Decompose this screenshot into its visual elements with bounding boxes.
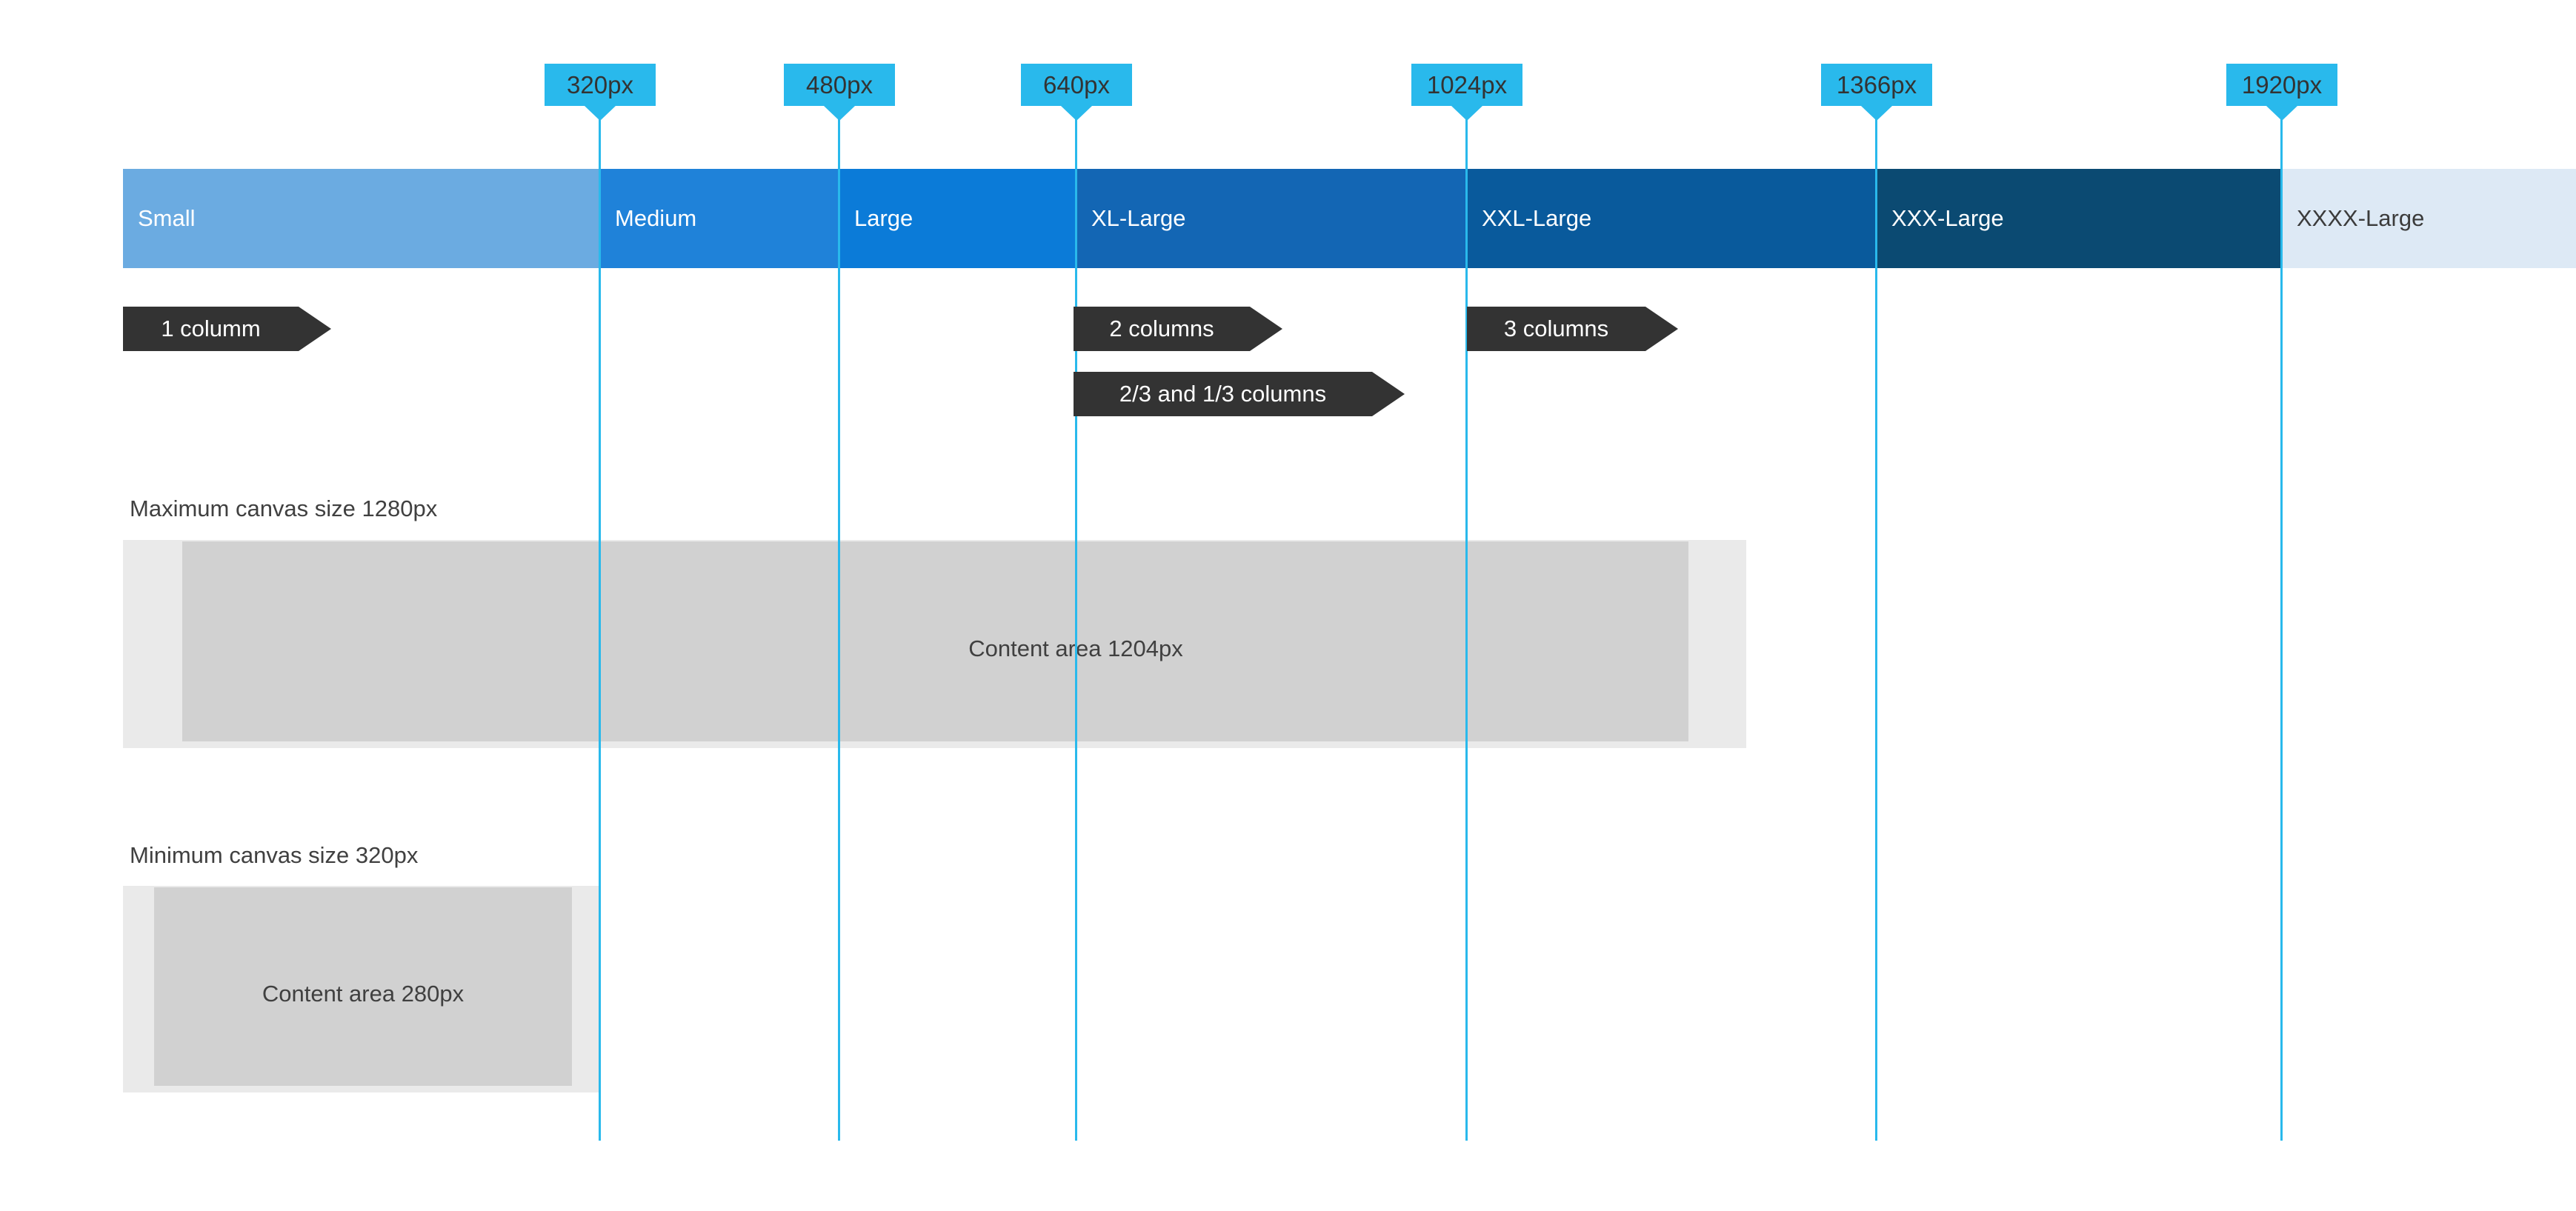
size-band-label: XL-Large <box>1091 205 1186 231</box>
breakpoint-flag-pointer-icon <box>824 106 855 121</box>
size-band-label: XXX-Large <box>1891 205 2004 231</box>
column-badge: 1 columm <box>123 307 331 351</box>
breakpoint-flag-label: 1920px <box>2241 70 2323 99</box>
breakpoint-flag-640px: 640px <box>1021 64 1132 106</box>
size-band-xxx-large: XXX-Large <box>1877 169 2282 268</box>
column-badge-label: 2/3 and 1/3 columns <box>1119 381 1327 407</box>
size-band-label: XXL-Large <box>1482 205 1592 231</box>
column-badge-label: 2 columns <box>1109 316 1214 341</box>
breakpoint-flag-1024px: 1024px <box>1411 64 1522 106</box>
breakpoint-flag-label: 480px <box>806 70 873 99</box>
min-canvas-label: Minimum canvas size 320px <box>130 842 419 868</box>
size-band-xxxx-large: XXXX-Large <box>2282 169 2576 268</box>
breakpoint-flag-pointer-icon <box>1451 106 1482 121</box>
max-canvas-content-bar <box>182 541 1688 741</box>
size-band-large: Large <box>839 169 1076 268</box>
breakpoint-flag-pointer-icon <box>1861 106 1892 121</box>
size-band-medium: Medium <box>600 169 839 268</box>
breakpoint-flag-320px: 320px <box>545 64 656 106</box>
breakpoint-flag-label: 1366px <box>1836 70 1917 99</box>
min-canvas-content-bar <box>154 887 572 1086</box>
breakpoint-flag-pointer-icon <box>1061 106 1092 121</box>
breakpoint-flag-1366px: 1366px <box>1821 64 1932 106</box>
size-band-label: XXXX-Large <box>2297 205 2425 231</box>
min-canvas-content-label: Content area 280px <box>262 981 465 1007</box>
breakpoint-flag-label: 1024px <box>1426 70 1508 99</box>
size-band-label: Small <box>138 205 196 231</box>
column-badge: 3 columns <box>1467 307 1678 351</box>
column-badge: 2 columns <box>1074 307 1282 351</box>
column-badge-label: 3 columns <box>1503 316 1609 341</box>
breakpoint-flag-480px: 480px <box>784 64 895 106</box>
size-band-xxl-large: XXL-Large <box>1467 169 1877 268</box>
column-badge-label: 1 columm <box>161 316 261 341</box>
size-band-xl-large: XL-Large <box>1076 169 1467 268</box>
column-badge: 2/3 and 1/3 columns <box>1074 372 1405 416</box>
size-band-small: Small <box>123 169 600 268</box>
breakpoint-flag-pointer-icon <box>2266 106 2297 121</box>
breakpoint-flag-1920px: 1920px <box>2226 64 2337 106</box>
size-band-label: Large <box>854 205 913 231</box>
size-band-label: Medium <box>615 205 697 231</box>
breakpoint-flag-label: 320px <box>567 70 633 99</box>
max-canvas-label: Maximum canvas size 1280px <box>130 496 438 521</box>
breakpoint-flag-label: 640px <box>1043 70 1110 99</box>
breakpoint-flag-pointer-icon <box>585 106 616 121</box>
